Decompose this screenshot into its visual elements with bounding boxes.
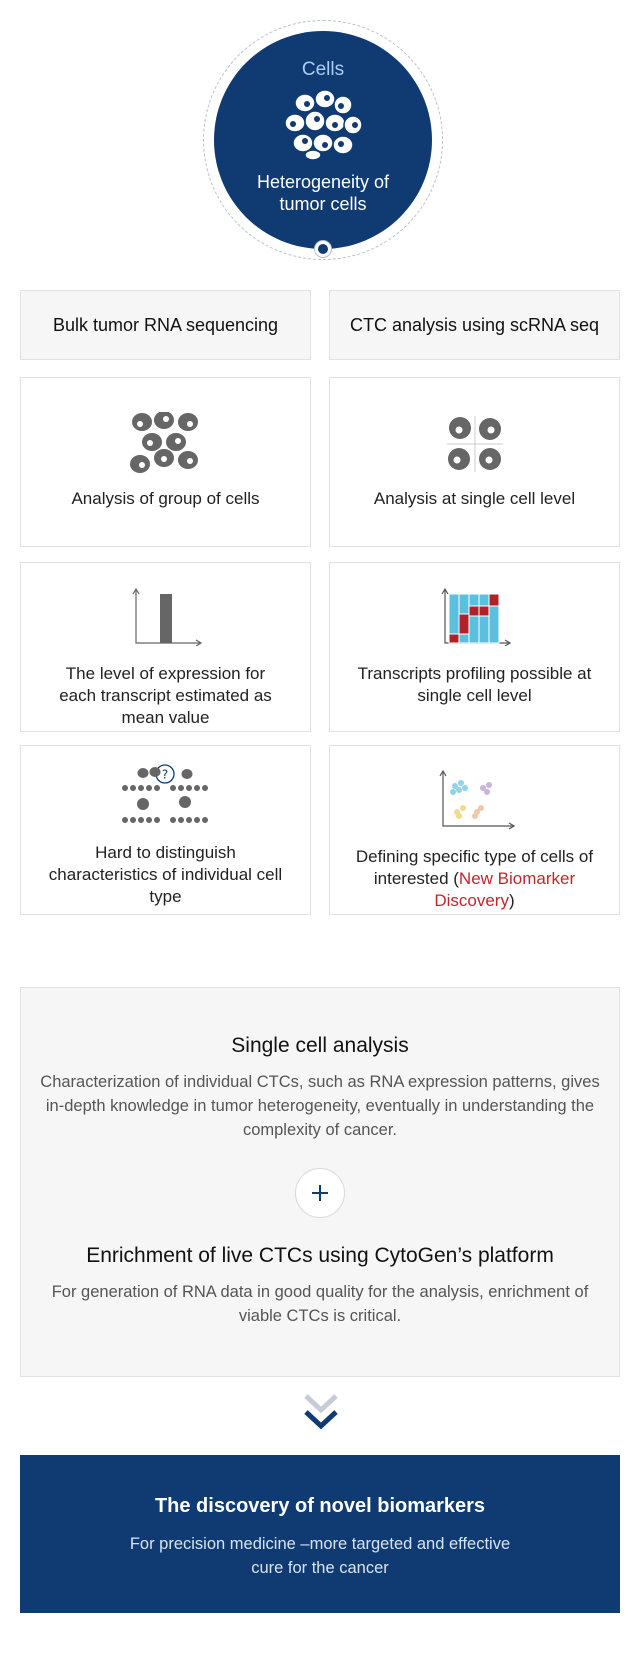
card-bulk-mean-expression: The level of expression for each transcr… bbox=[20, 562, 311, 732]
cell-group-icon bbox=[129, 412, 198, 473]
card-ctc-biomarker-discovery: Defining specific type of cells of inter… bbox=[329, 745, 620, 915]
summary-body-single-cell: Characterization of individual CTCs, suc… bbox=[40, 1073, 600, 1139]
hero-caption: Cells bbox=[301, 59, 345, 80]
single-bar-chart-icon bbox=[131, 587, 202, 646]
card-text: Transcripts profiling possible at single… bbox=[357, 664, 592, 705]
hero-section: Cells Heterogeneity of bbox=[0, 0, 640, 280]
hero-connector-dot bbox=[314, 240, 332, 258]
summary-title-single-cell: Single cell analysis bbox=[231, 1034, 409, 1057]
scatter-cluster-icon bbox=[438, 769, 515, 830]
question-cells-icon: ? bbox=[121, 764, 208, 823]
hero-circle: Cells Heterogeneity of bbox=[214, 31, 432, 249]
heatmap-chart-icon bbox=[440, 587, 511, 646]
biomarker-highlight: New Biomarker Discovery bbox=[434, 869, 576, 910]
double-chevron-down-icon bbox=[304, 1394, 338, 1430]
column-heading-ctc: CTC analysis using scRNA seq bbox=[329, 290, 620, 360]
column-heading-bulk: Bulk tumor RNA sequencing bbox=[20, 290, 311, 360]
summary-box: Single cell analysis Characterization of… bbox=[20, 987, 620, 1377]
conclusion-banner: The discovery of novel biomarkers For pr… bbox=[20, 1455, 620, 1613]
card-bulk-hard-to-distinguish: ? Hard to distinguish characteristics of… bbox=[20, 745, 311, 915]
card-text: The level of expression for each transcr… bbox=[59, 664, 272, 727]
banner-title: The discovery of novel biomarkers bbox=[154, 1495, 486, 1517]
card-bulk-group-analysis: Analysis of group of cells bbox=[20, 377, 311, 547]
summary-title-enrichment: Enrichment of live CTCs using CytoGen’s … bbox=[86, 1244, 554, 1267]
summary-body-enrichment: For generation of RNA data in good quali… bbox=[51, 1283, 589, 1325]
cell-dots-row bbox=[121, 785, 208, 823]
svg-text:?: ? bbox=[161, 768, 167, 782]
card-text: Defining specific type of cells of inter… bbox=[355, 847, 594, 910]
plus-icon bbox=[295, 1168, 345, 1218]
banner-body: For precision medicine –more targeted an… bbox=[129, 1535, 511, 1577]
hero-title: Heterogeneity of tumor cells bbox=[256, 172, 390, 214]
card-text: Analysis of group of cells bbox=[71, 489, 260, 508]
card-ctc-single-analysis: Analysis at single cell level bbox=[329, 377, 620, 547]
card-ctc-transcript-profiling: Transcripts profiling possible at single… bbox=[329, 562, 620, 732]
card-text: Hard to distinguish characteristics of i… bbox=[48, 843, 283, 906]
hero-dashed-ring bbox=[203, 20, 443, 260]
card-text: Analysis at single cell level bbox=[373, 489, 576, 508]
single-cells-icon bbox=[446, 416, 503, 472]
cell-cluster-icon bbox=[284, 89, 363, 161]
